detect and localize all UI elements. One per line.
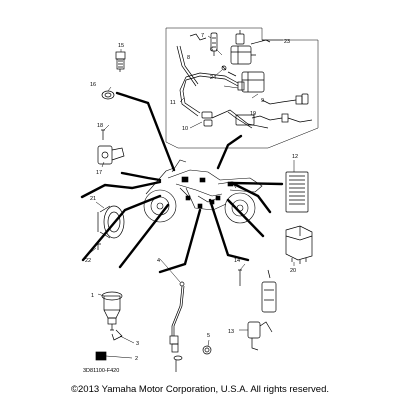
callout-20: 20 (290, 268, 296, 274)
callout-14: 14 (234, 258, 240, 264)
callout-15: 15 (118, 43, 124, 49)
part-17-18-switch (97, 129, 125, 165)
part-21-22-horn (95, 205, 125, 250)
callout-21: 21 (90, 196, 96, 202)
callout-12: 12 (292, 154, 298, 160)
part-20-relay (285, 225, 313, 264)
callout-16: 16 (90, 82, 96, 88)
callout-7: 7 (201, 33, 204, 39)
callout-6: 6 (210, 47, 213, 53)
callout-leaders (89, 35, 295, 359)
callout-11: 11 (170, 100, 176, 106)
callout-22: 22 (85, 258, 91, 264)
callout-3: 3 (136, 341, 139, 347)
callout-10: 10 (182, 126, 188, 132)
callout-4: 4 (157, 258, 160, 264)
callout-19: 19 (250, 111, 256, 117)
part-12-ecu (285, 171, 309, 213)
callout-numbers: 1 2 3 4 5 6 7 8 9 10 11 12 13 14 15 16 1… (83, 33, 298, 374)
copyright-notice: ©2013 Yamaha Motor Corporation, U.S.A. A… (71, 384, 329, 395)
callout-13: 13 (228, 329, 234, 335)
callout-24: 24 (210, 75, 216, 81)
drawing-code: 3D81100-F420 (83, 368, 119, 374)
callout-5: 5 (207, 333, 210, 339)
harness-box (165, 27, 319, 149)
part-15-16-sensor (101, 51, 126, 100)
part-1-2-3-sensor (95, 291, 123, 361)
ignition-coil-lower (221, 65, 265, 93)
callout-2: 2 (135, 356, 138, 362)
part-13-14-sensor (238, 269, 277, 351)
callout-17: 17 (96, 170, 102, 176)
motorcycle-outline (143, 159, 263, 224)
callout-9: 9 (261, 98, 264, 104)
callout-8: 8 (187, 55, 190, 61)
callout-23: 23 (284, 39, 290, 45)
callout-18: 18 (97, 123, 103, 129)
part-4-5-sensor (169, 281, 212, 372)
group-leaders (80, 91, 284, 274)
ignition-coil-upper (230, 30, 271, 65)
callout-1: 1 (91, 293, 94, 299)
wire-harness (179, 72, 313, 129)
